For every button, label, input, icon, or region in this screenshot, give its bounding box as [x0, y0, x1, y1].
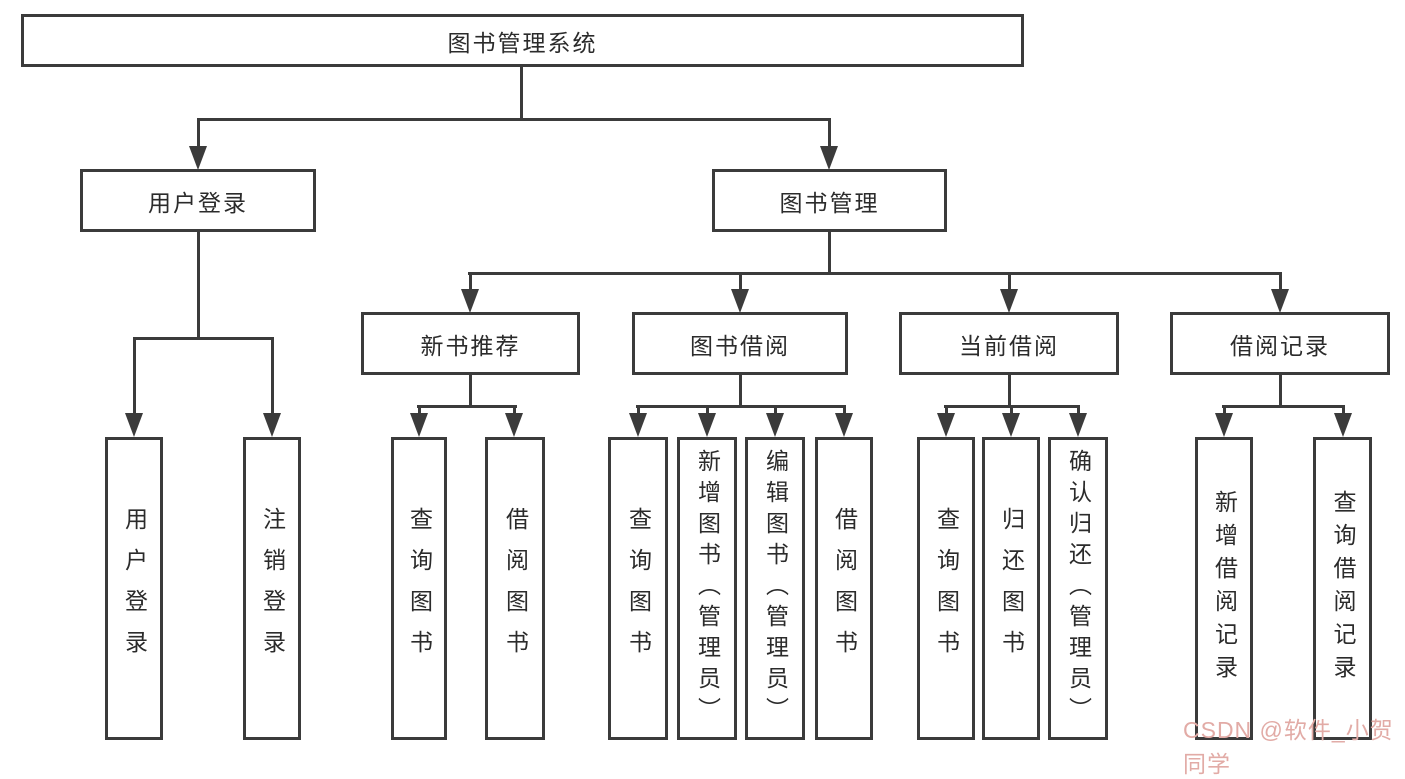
node-bb-query-label: 查询图书: [625, 506, 652, 671]
arrowhead-bb-borrow: [835, 413, 853, 437]
connector-bb-add-drop: [706, 405, 709, 417]
connector-bb-stub: [739, 375, 742, 405]
connector-book-borrow-drop: [739, 272, 742, 292]
connector-borrow-record-drop: [1279, 272, 1282, 292]
node-bb-borrow: 借阅图书: [815, 437, 873, 740]
node-book-borrow: 图书借阅: [632, 312, 848, 375]
arrowhead-nr-borrow: [505, 413, 523, 437]
arrowhead-ul-logout: [263, 413, 281, 437]
node-user-login-label: 用户登录: [148, 189, 248, 216]
connector-new-book-rec-drop: [469, 272, 472, 292]
node-book-borrow-label: 图书借阅: [690, 332, 790, 359]
connector-bb-borrow-drop: [843, 405, 846, 417]
node-ul-logout: 注销登录: [243, 437, 301, 740]
connector-nr-hline: [417, 405, 517, 408]
node-br-add-label: 新增借阅记录: [1211, 489, 1238, 688]
connector-book-mgmt-stub: [828, 232, 831, 272]
connector-br-stub: [1279, 375, 1282, 405]
node-root: 图书管理系统: [21, 14, 1024, 67]
node-current-borrow: 当前借阅: [899, 312, 1119, 375]
node-root-label: 图书管理系统: [447, 29, 598, 56]
node-br-add: 新增借阅记录: [1195, 437, 1253, 740]
connector-current-borrow-drop: [1008, 272, 1011, 292]
connector-cb-stub: [1008, 375, 1011, 405]
node-br-query-label: 查询借阅记录: [1330, 489, 1356, 688]
arrowhead-bb-edit: [766, 413, 784, 437]
connector-br-add-drop: [1223, 405, 1226, 417]
connector-br-hline: [1222, 405, 1345, 408]
connector-book-mgmt-drop: [828, 118, 831, 152]
node-cb-return-label: 归还图书: [998, 506, 1025, 671]
node-bb-edit-label: 编辑图书（管理员）: [762, 449, 789, 728]
arrowhead-bb-query: [629, 413, 647, 437]
connector-user-login-hline: [133, 337, 274, 340]
connector-root-stub: [520, 67, 523, 118]
arrowhead-ul-login: [125, 413, 143, 437]
csdn-watermark: CSDN @软件_小贺同学: [1183, 717, 1394, 777]
node-cb-query: 查询图书: [917, 437, 975, 740]
node-cb-return: 归还图书: [982, 437, 1040, 740]
connector-level2-hline: [197, 118, 831, 121]
arrowhead-book-mgmt: [820, 146, 838, 170]
arrowhead-br-add: [1215, 413, 1233, 437]
connector-ul-logout-drop: [271, 337, 274, 417]
connector-bb-query-drop: [637, 405, 640, 417]
node-borrow-record: 借阅记录: [1170, 312, 1390, 375]
arrowhead-bb-add: [698, 413, 716, 437]
connector-cb-query-drop: [945, 405, 948, 417]
connector-user-login-drop: [197, 118, 200, 152]
arrowhead-br-query: [1334, 413, 1352, 437]
node-bb-borrow-label: 借阅图书: [831, 506, 858, 671]
diagram-canvas: 图书管理系统 用户登录 图书管理 新书推荐 图书借阅 当前借阅 借阅记录: [21, 14, 1393, 777]
arrowhead-new-book-rec: [461, 289, 479, 313]
node-bb-query: 查询图书: [608, 437, 668, 740]
node-nr-query: 查询图书: [391, 437, 447, 740]
connector-nr-stub: [469, 375, 472, 405]
connector-br-query-drop: [1342, 405, 1345, 417]
arrowhead-cb-return: [1002, 413, 1020, 437]
arrowhead-current-borrow: [1000, 289, 1018, 313]
arrowhead-book-borrow: [731, 289, 749, 313]
connector-cb-return-drop: [1010, 405, 1013, 417]
connector-bb-hline: [636, 405, 846, 408]
arrowhead-cb-query: [937, 413, 955, 437]
node-cb-confirm-label: 确认归还（管理员）: [1065, 449, 1092, 728]
node-ul-login-label: 用户登录: [121, 506, 148, 671]
connector-nr-query-drop: [418, 405, 421, 417]
node-nr-borrow: 借阅图书: [485, 437, 545, 740]
node-bb-edit: 编辑图书（管理员）: [745, 437, 805, 740]
node-ul-logout-label: 注销登录: [259, 506, 286, 671]
connector-user-login-stub: [197, 232, 200, 337]
connector-cb-confirm-drop: [1077, 405, 1080, 417]
node-bb-add-label: 新增图书（管理员）: [694, 449, 721, 728]
connector-nr-borrow-drop: [513, 405, 516, 417]
connector-level3-hline: [468, 272, 1282, 275]
node-borrow-record-label: 借阅记录: [1230, 332, 1330, 359]
node-current-borrow-label: 当前借阅: [959, 332, 1059, 359]
node-bb-add: 新增图书（管理员）: [677, 437, 737, 740]
arrowhead-borrow-record: [1271, 289, 1289, 313]
node-nr-borrow-label: 借阅图书: [502, 506, 529, 671]
node-new-book-rec: 新书推荐: [361, 312, 580, 375]
arrowhead-cb-confirm: [1069, 413, 1087, 437]
arrowhead-user-login: [189, 146, 207, 170]
node-br-query: 查询借阅记录: [1313, 437, 1372, 740]
node-cb-query-label: 查询图书: [933, 506, 960, 671]
node-cb-confirm: 确认归还（管理员）: [1048, 437, 1108, 740]
node-nr-query-label: 查询图书: [406, 506, 433, 671]
node-book-mgmt: 图书管理: [712, 169, 947, 232]
node-ul-login: 用户登录: [105, 437, 163, 740]
arrowhead-nr-query: [410, 413, 428, 437]
node-book-mgmt-label: 图书管理: [779, 189, 880, 216]
node-user-login: 用户登录: [80, 169, 316, 232]
connector-bb-edit-drop: [774, 405, 777, 417]
connector-ul-login-drop: [133, 337, 136, 417]
node-new-book-rec-label: 新书推荐: [420, 332, 521, 359]
